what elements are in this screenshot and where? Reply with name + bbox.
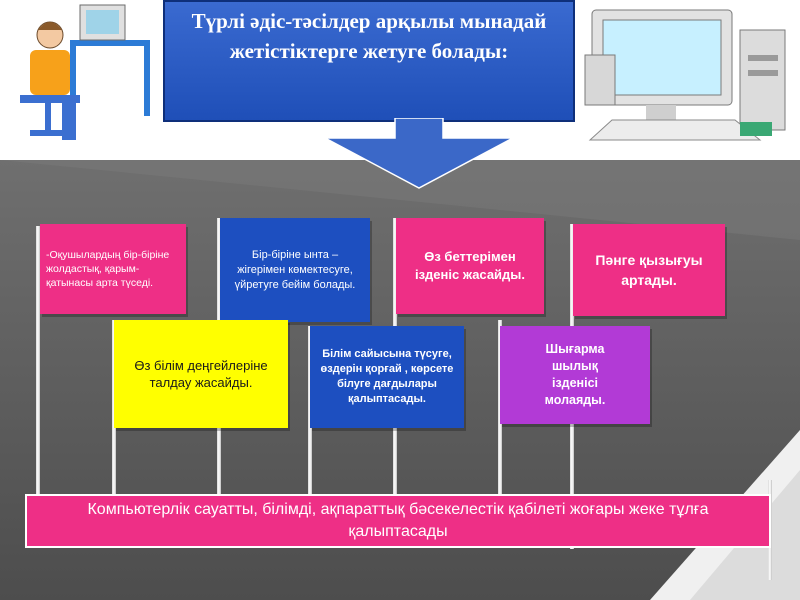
flag-1: -Оқушылардың бір-біріне жолдастық, қарым… xyxy=(40,224,186,314)
conclusion-text: Компьютерлік сауатты, білімді, ақпаратты… xyxy=(87,501,709,540)
flag-1-text: -Оқушылардың бір-біріне жолдастық, қарым… xyxy=(46,249,170,289)
flag-3: Өз беттерімен ізденіс жасайды. xyxy=(396,218,544,314)
flag-2-text: Бір-біріне ынта – жігерімен көмектесуге,… xyxy=(234,248,356,291)
flag-3-text: Өз беттерімен ізденіс жасайды. xyxy=(414,249,526,282)
down-arrow-icon xyxy=(325,118,514,189)
student-at-computer-illustration xyxy=(20,4,150,140)
flag-5: Өз білім деңгейлеріне талдау жасайды. xyxy=(114,320,288,428)
computer-illustration xyxy=(584,9,786,141)
conclusion-banner: Компьютерлік сауатты, білімді, ақпаратты… xyxy=(25,494,771,548)
flag-pole xyxy=(36,226,40,496)
flag-4-text: Пәнге қызығуы артады. xyxy=(595,252,703,288)
flag-7-text: Шығарма шылық ізденісі молаяды. xyxy=(544,342,606,407)
flag-5-text: Өз білім деңгейлеріне талдау жасайды. xyxy=(134,358,268,390)
title-banner: Түрлі әдіс-тәсілдер арқылы мынадай жетіс… xyxy=(163,0,575,122)
flag-7: Шығарма шылық ізденісі молаяды. xyxy=(500,326,650,424)
flag-2: Бір-біріне ынта – жігерімен көмектесуге,… xyxy=(220,218,370,322)
flag-6: Білім сайысына түсуге, өздерін қорғай , … xyxy=(310,326,464,428)
flag-4: Пәнге қызығуы артады. xyxy=(573,224,725,316)
flag-6-text: Білім сайысына түсуге, өздерін қорғай , … xyxy=(320,348,454,405)
